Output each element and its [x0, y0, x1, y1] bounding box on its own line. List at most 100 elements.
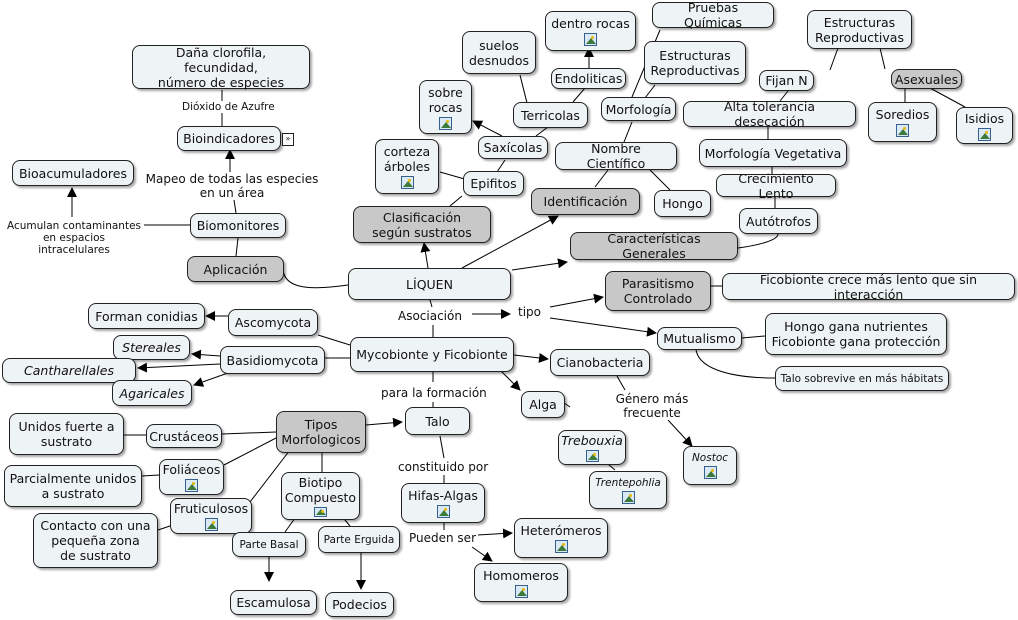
concept-caracteristicas[interactable]: Características Generales	[570, 231, 738, 261]
concept-parte-erguida-label: Parte Erguida	[323, 533, 395, 546]
concept-talo-sobrevive[interactable]: Talo sobrevive en más hábitats	[775, 366, 949, 391]
concept-pruebas[interactable]: Pruebas Químicas	[652, 0, 774, 30]
link-label-pueden-ser: Pueden ser	[407, 531, 479, 545]
image-icon[interactable]	[436, 505, 450, 518]
concept-morfologia-veg[interactable]: Morfología Vegetativa	[699, 139, 847, 167]
image-icon[interactable]	[400, 176, 414, 189]
image-icon[interactable]	[314, 507, 327, 517]
concept-foliaceos[interactable]: Foliáceos	[159, 459, 224, 495]
concept-parcialmente[interactable]: Parcialmente unidos a sustrato	[4, 465, 142, 507]
concept-biotipo[interactable]: Biotipo Compuesto	[281, 472, 360, 520]
concept-ficobionte-lento[interactable]: Ficobionte crece más lento que sin inter…	[722, 271, 1015, 302]
concept-dentro-rocas-label: dentro rocas	[551, 16, 630, 31]
concept-bioacumuladores[interactable]: Bioacumuladores	[12, 160, 134, 186]
concept-mutualismo[interactable]: Mutualismo	[657, 327, 742, 350]
concept-danya[interactable]: Daña clorofila, fecundidad, número de es…	[132, 44, 310, 90]
concept-suelos[interactable]: suelos desnudos	[462, 31, 536, 74]
concept-hifas-algas[interactable]: Hifas-Algas	[401, 483, 485, 523]
concept-alga[interactable]: Alga	[521, 391, 565, 418]
concept-soredios[interactable]: Soredios	[868, 102, 937, 142]
concept-autotrofos[interactable]: Autótrofos	[739, 208, 818, 234]
concept-biomonitores-label: Biomonitores	[196, 218, 280, 233]
image-icon[interactable]	[584, 33, 597, 46]
link-label-mapeo: Mapeo de todas las especies en un área	[142, 172, 322, 200]
image-icon[interactable]	[585, 450, 599, 462]
concept-heteromeros[interactable]: Heterómeros	[514, 518, 608, 558]
concept-cianobacteria[interactable]: Cianobacteria	[550, 349, 650, 376]
image-icon[interactable]	[621, 490, 635, 504]
concept-homomeros-label: Homomeros	[483, 567, 559, 583]
image-icon[interactable]	[896, 124, 909, 137]
concept-parte-erguida[interactable]: Parte Erguida	[318, 526, 400, 553]
concept-talo-label: Talo	[425, 413, 450, 429]
concept-nombre-cientifico[interactable]: Nombre Científico	[555, 141, 677, 171]
concept-trentepohlia-label: Trentepohlia	[595, 476, 661, 489]
concept-aplicacion[interactable]: Aplicación	[187, 256, 284, 282]
concept-hongo-gana[interactable]: Hongo gana nutrientes Ficobionte gana pr…	[765, 313, 947, 355]
concept-alta-tolerancia[interactable]: Alta tolerancia desecación	[683, 99, 856, 129]
concept-terricolas[interactable]: Terricolas	[513, 102, 588, 128]
concept-isidios[interactable]: Isidios	[956, 107, 1013, 144]
concept-danya-label: Daña clorofila, fecundidad, número de es…	[157, 44, 285, 90]
concept-corteza[interactable]: corteza árboles	[375, 139, 439, 194]
concept-trebouxia[interactable]: Trebouxia	[558, 430, 626, 465]
concept-crecimiento[interactable]: Crecimiento Lento	[716, 171, 836, 201]
concept-unidos-fuerte[interactable]: Unidos fuerte a sustrato	[9, 413, 124, 455]
concept-hongo[interactable]: Hongo	[654, 190, 711, 217]
image-icon[interactable]	[514, 584, 528, 598]
concept-saxicolas[interactable]: Saxícolas	[478, 136, 548, 159]
concept-fijan-n[interactable]: Fijan N	[759, 70, 814, 91]
concept-talo[interactable]: Talo	[405, 407, 470, 435]
concept-sobre-rocas[interactable]: sobre rocas	[419, 80, 472, 134]
concept-ficobionte-lento-label: Ficobionte crece más lento que sin inter…	[759, 271, 978, 302]
image-icon[interactable]	[703, 466, 717, 479]
concept-morfologia[interactable]: Morfología	[601, 97, 676, 121]
concept-heteromeros-label: Heterómeros	[520, 523, 602, 538]
concept-cantharellales[interactable]: Cantharellales	[2, 358, 136, 383]
concept-homomeros[interactable]: Homomeros	[474, 563, 568, 602]
concept-bioindicadores-label: Bioindicadores	[183, 131, 275, 146]
image-icon[interactable]	[978, 127, 991, 141]
link-label-tipo: tipo	[516, 305, 543, 319]
concept-liquen[interactable]: LÍQUEN	[348, 268, 511, 300]
concept-forman-conidias[interactable]: Forman conidias	[88, 303, 205, 329]
concept-fruticulosos[interactable]: Fruticulosos	[170, 498, 252, 534]
concept-basidiomycota[interactable]: Basidiomycota	[220, 346, 325, 374]
concept-stereales[interactable]: Stereales	[113, 335, 190, 360]
concept-epifitos[interactable]: Epifitos	[463, 171, 524, 196]
image-icon[interactable]	[439, 116, 452, 130]
concept-escamulosa[interactable]: Escamulosa	[230, 590, 317, 615]
concept-estructuras-rep-2-label: Estructuras Reproductivas	[815, 14, 904, 45]
concept-parasitismo[interactable]: Parasitismo Controlado	[605, 271, 711, 311]
concept-estructuras-rep-1[interactable]: Estructuras Reproductivas	[644, 41, 746, 84]
concept-bioindicadores[interactable]: Bioindicadores	[177, 126, 281, 151]
concept-ascomycota-label: Ascomycota	[234, 315, 312, 330]
concept-identificacion[interactable]: Identificación	[531, 188, 640, 215]
concept-dentro-rocas[interactable]: dentro rocas	[545, 11, 636, 51]
concept-biotipo-label: Biotipo Compuesto	[284, 475, 357, 505]
image-icon[interactable]	[185, 479, 198, 492]
image-icon[interactable]	[554, 540, 568, 553]
concept-clasificacion[interactable]: Clasificación según sustratos	[353, 206, 491, 243]
concept-suelos-label: suelos desnudos	[468, 37, 530, 68]
concept-biomonitores[interactable]: Biomonitores	[190, 213, 286, 238]
concept-parte-basal[interactable]: Parte Basal	[232, 532, 306, 557]
concept-nostoc-label: Nostoc	[691, 452, 729, 464]
concept-trentepohlia[interactable]: Trentepohlia	[589, 471, 667, 509]
expand-icon[interactable]: »	[282, 133, 294, 146]
concept-estructuras-rep-2[interactable]: Estructuras Reproductivas	[807, 10, 912, 49]
concept-endoliticas[interactable]: Endoliticas	[551, 68, 626, 89]
concept-asexuales[interactable]: Asexuales	[891, 69, 962, 89]
concept-mycobionte[interactable]: Mycobionte y Ficobionte	[350, 337, 514, 372]
image-icon[interactable]	[204, 518, 218, 531]
concept-agaricales[interactable]: Agaricales	[112, 380, 192, 406]
concept-crustaceos[interactable]: Crustáceos	[146, 424, 222, 448]
concept-contacto[interactable]: Contacto con una pequeña zona de sustrat…	[33, 513, 158, 568]
concept-nostoc[interactable]: Nostoc	[683, 446, 737, 485]
concept-ascomycota[interactable]: Ascomycota	[228, 309, 318, 336]
concept-podecios[interactable]: Podecios	[325, 592, 394, 617]
concept-fijan-n-label: Fijan N	[765, 73, 808, 88]
concept-contacto-label: Contacto con una pequeña zona de sustrat…	[40, 518, 151, 563]
concept-tipos-morfologicos[interactable]: Tipos Morfologicos	[276, 411, 366, 453]
